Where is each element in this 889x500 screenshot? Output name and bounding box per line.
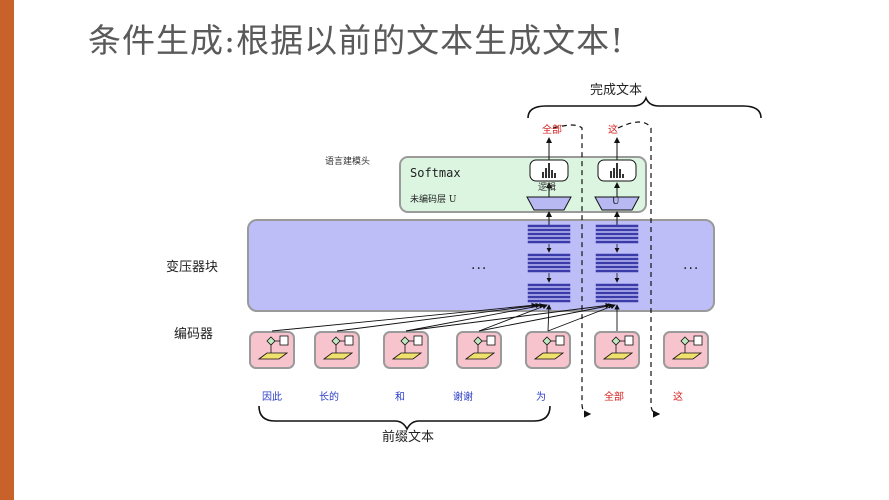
input-token-1: 因此 — [262, 392, 282, 403]
attention-arrows — [271, 302, 620, 332]
embedding-icon — [257, 335, 703, 360]
ellipsis-right: ... — [683, 257, 700, 273]
completion-brace — [527, 95, 762, 119]
accent-bar — [0, 0, 14, 500]
output-token-1: 全部 — [542, 125, 562, 136]
prefix-text-label: 前缀文本 — [382, 430, 435, 445]
feedback-path-2 — [617, 121, 661, 418]
layer-stack-icon — [527, 224, 639, 303]
ellipsis-left: ... — [471, 257, 488, 273]
input-token-5: 为 — [536, 392, 546, 403]
completion-text-label: 完成文本 — [590, 83, 643, 98]
encoder-label: 编码器 — [174, 327, 214, 342]
softmax-label: Softmax — [410, 166, 461, 180]
input-token-7: 这 — [673, 392, 683, 403]
input-token-6: 全部 — [604, 392, 624, 403]
input-token-4: 谢谢 — [453, 392, 473, 403]
language-modeling-head-label: 语言建模头 — [325, 157, 371, 167]
prefix-brace — [258, 405, 551, 431]
logits-label: 逻辑 — [538, 183, 557, 193]
unembedding-trapezoid — [526, 196, 640, 211]
input-token-3: 和 — [395, 392, 405, 403]
u-letter-2: U — [612, 197, 620, 207]
transformer-block-label: 变压器块 — [166, 260, 219, 275]
input-token-2: 长的 — [319, 392, 339, 403]
slide-title: 条件生成:根据以前的文本生成文本! — [88, 21, 625, 60]
unembedding-layer-label: 未编码层 U — [410, 195, 457, 205]
feedback-path-1 — [552, 124, 592, 418]
output-token-2: 这 — [608, 125, 618, 136]
